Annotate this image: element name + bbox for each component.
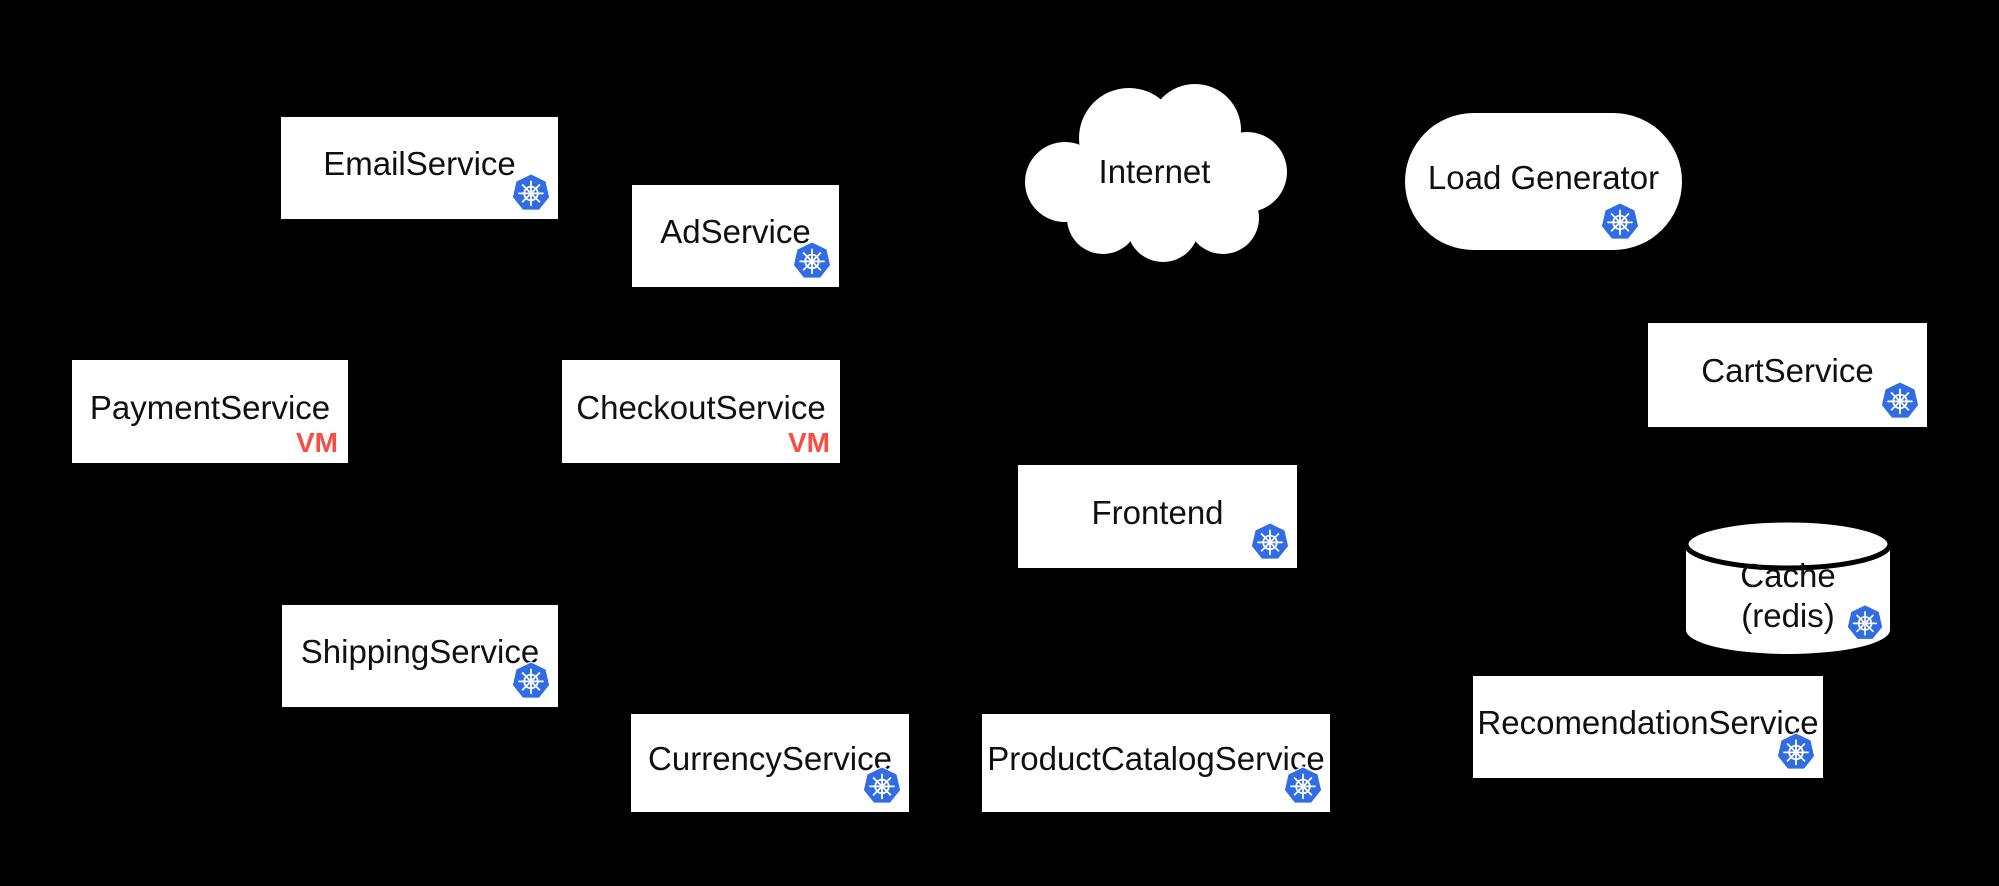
node-cache-redis: Cache(redis): [1683, 516, 1893, 658]
node-label: EmailService: [323, 145, 516, 182]
kubernetes-icon: [1776, 732, 1816, 772]
node-currency-service: CurrencyService: [631, 714, 909, 812]
kubernetes-icon: [1283, 766, 1323, 806]
cloud-shape: [1025, 84, 1287, 262]
kubernetes-icon: [511, 661, 551, 701]
node-cart-service: CartService: [1648, 323, 1927, 427]
node-recomendation-service: RecomendationService: [1473, 676, 1823, 778]
kubernetes-icon: [511, 173, 551, 213]
node-label-group: Cache(redis): [1740, 538, 1835, 636]
node-label: CartService: [1701, 352, 1874, 389]
node-product-catalog-service: ProductCatalogService: [982, 714, 1330, 812]
node-shipping-service: ShippingService: [282, 605, 558, 707]
node-internet: Internet: [1017, 78, 1292, 265]
node-load-generator: Load Generator: [1405, 113, 1682, 250]
kubernetes-icon: [862, 766, 902, 806]
vm-badge: VM: [788, 427, 830, 458]
kubernetes-icon: [1600, 202, 1640, 242]
kubernetes-icon: [1880, 381, 1920, 421]
kubernetes-icon: [1250, 522, 1290, 562]
node-label: RecomendationService: [1477, 704, 1819, 741]
node-email-service: EmailService: [281, 117, 558, 219]
node-label: Cache: [1740, 557, 1836, 594]
kubernetes-icon: [792, 241, 832, 281]
node-frontend: Frontend: [1018, 465, 1297, 568]
node-label: Load Generator: [1427, 158, 1660, 196]
node-label: PaymentService: [89, 388, 331, 426]
node-label: CurrencyService: [648, 740, 892, 777]
cylinder-shape: [1683, 517, 1893, 654]
node-ad-service: AdService: [632, 185, 839, 287]
node-label: ShippingService: [300, 633, 540, 670]
vm-badge: VM: [296, 427, 338, 458]
kubernetes-icon: [1846, 604, 1884, 642]
node-label: ProductCatalogService: [987, 740, 1325, 777]
node-sublabel: (redis): [1741, 597, 1835, 634]
node-label: Internet: [1098, 152, 1211, 190]
node-label: Frontend: [1091, 493, 1224, 531]
node-label: CheckoutService: [576, 388, 826, 426]
node-label: AdService: [660, 213, 811, 250]
